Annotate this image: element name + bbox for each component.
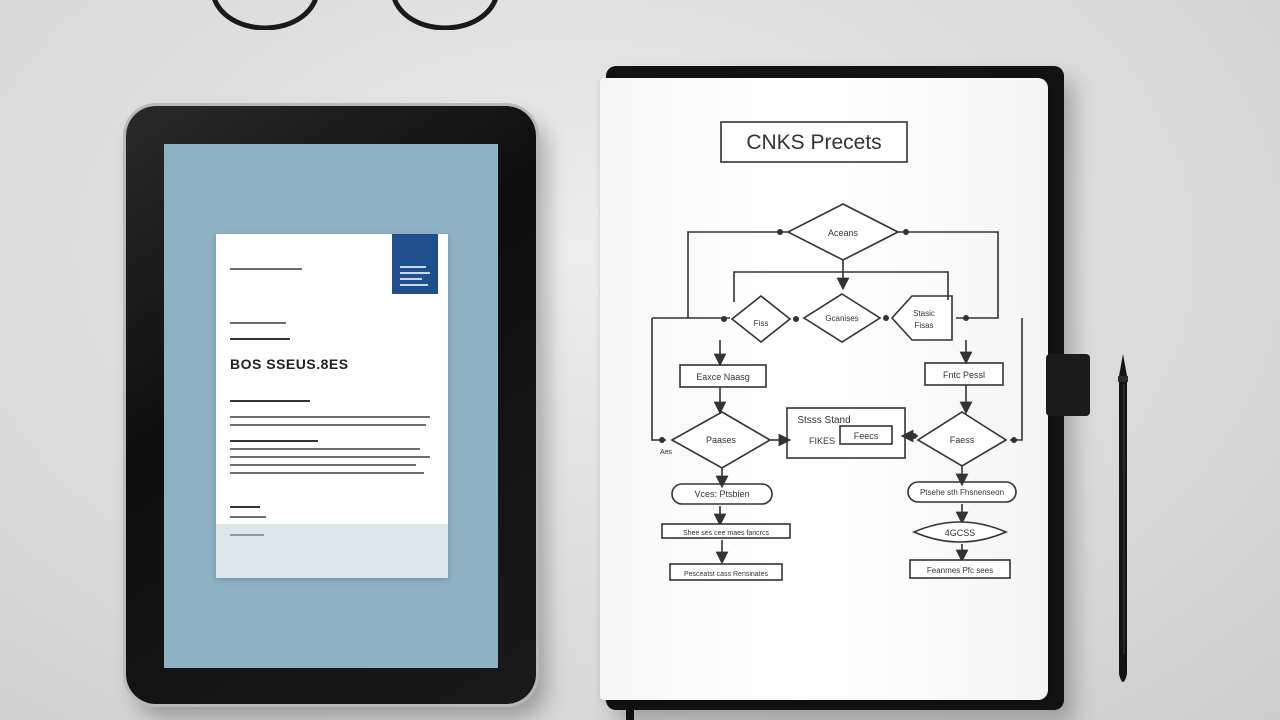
document-text-line (230, 448, 420, 450)
label-center-box-2: FIKES (809, 436, 835, 446)
decision-left (730, 294, 792, 344)
label-right-process: Fntc Pessl (943, 370, 985, 380)
document-page: BOS SSEUS.8ES (216, 234, 448, 578)
flowchart-diagram: CNKS Precets Aceans Fiss Gcanises Stasic… (651, 121, 1023, 581)
label-left-box-3: Shee ses cee maes fancrcs (683, 530, 769, 537)
tablet-screen: BOS SSEUS.8ES (164, 144, 498, 668)
notebook-page (600, 78, 1048, 700)
document-text-line (230, 268, 302, 270)
flowchart-title: CNKS Precets (746, 131, 881, 154)
pen (1118, 354, 1128, 682)
label-left-decision: Fiss (754, 319, 769, 328)
document-text-line (230, 416, 430, 418)
tablet-device: BOS SSEUS.8ES (126, 106, 536, 704)
label-left-process: Eaxce Naasg (696, 372, 750, 382)
label-right-box-4: Feanmes Pfc sees (927, 566, 993, 575)
title-box (720, 121, 908, 163)
label-left-terminal: Vces: Ptsbien (694, 489, 749, 499)
center-box-inner (839, 425, 893, 445)
box-right-4 (909, 559, 1011, 579)
label-top-decision: Aceans (828, 228, 859, 238)
label-center-box-1: Stsss Stand (797, 415, 850, 426)
document-text-line (230, 424, 426, 426)
label-right-decision-2b: Faess (950, 435, 975, 445)
bookmark-ribbon (626, 700, 634, 720)
document-text-line (230, 338, 290, 340)
document-logo-block (392, 234, 438, 294)
label-left-box-4: Pesceatst cass Rensinates (684, 571, 769, 578)
box-left-3 (661, 523, 791, 539)
label-center-box-inner: Feecs (854, 431, 879, 441)
document-text-line (230, 472, 424, 474)
label-right-decision-2: Fisas (914, 321, 933, 330)
document-text-line (230, 516, 266, 518)
label-right-decision-1: Stasic (913, 309, 935, 318)
label-right-terminal: Ptsehe sth Fhsnenseon (920, 488, 1004, 497)
label-left-decision-2: Paases (706, 435, 737, 445)
document-text-line (230, 440, 318, 442)
document-text-line (230, 506, 260, 508)
label-center-decision: Gcanises (825, 314, 858, 323)
box-left-4 (669, 563, 783, 581)
decision-center (802, 293, 882, 343)
document-text-line (230, 464, 416, 466)
document-footer-band (216, 524, 448, 578)
notebook-elastic-band (1046, 354, 1090, 416)
document-text-line (230, 322, 286, 324)
reading-glasses (212, 0, 498, 30)
decision-right (890, 295, 953, 341)
label-right-oval: 4GCSS (945, 528, 976, 538)
label-side: Aes (660, 449, 673, 456)
document-text-line (230, 400, 310, 402)
document-text-line (230, 456, 430, 458)
document-heading: BOS SSEUS.8ES (230, 356, 349, 372)
oval-right (911, 521, 1009, 543)
